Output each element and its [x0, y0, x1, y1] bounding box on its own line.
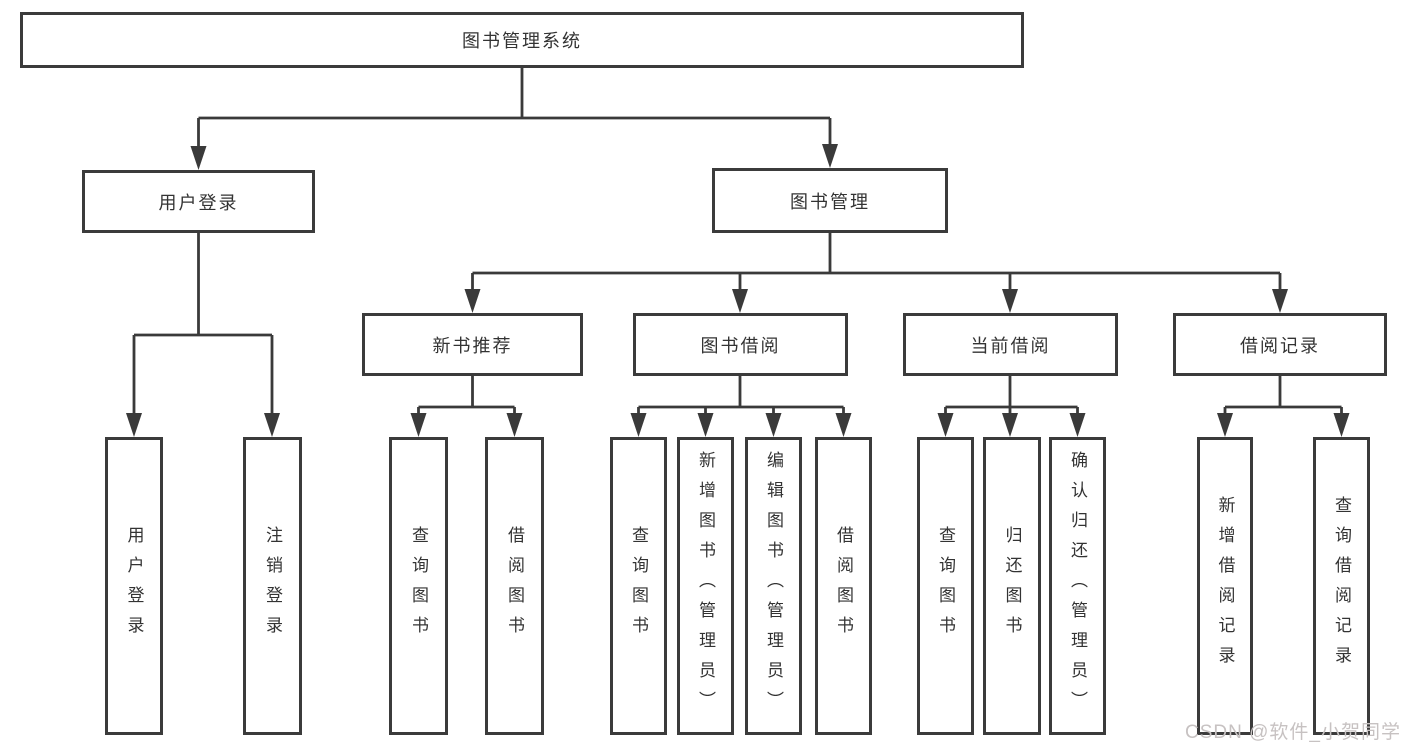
leaf-label: 编辑图书（管理员） [764, 451, 783, 721]
arrowhead [1069, 413, 1086, 437]
leaf-borrow-book: 借阅图书 [815, 437, 872, 735]
leaf-query-borrow-record: 查询借阅记录 [1313, 437, 1370, 735]
arrowhead [835, 413, 852, 437]
leaf-label: 新增借阅记录 [1215, 496, 1235, 676]
node-label: 图书管理 [790, 191, 870, 212]
leaf-query-book-current: 查询图书 [917, 437, 974, 735]
arrowhead [732, 289, 748, 313]
leaf-label: 新增图书（管理员） [696, 451, 715, 721]
leaf-logout: 注销登录 [243, 437, 302, 735]
leaf-user-login: 用户登录 [105, 437, 163, 735]
leaf-label: 查询借阅记录 [1332, 496, 1351, 676]
node-label: 借阅记录 [1240, 335, 1320, 356]
arrowhead [1002, 413, 1018, 437]
arrowhead [1217, 413, 1233, 437]
leaf-label: 借阅图书 [505, 526, 524, 646]
arrowhead [630, 413, 647, 437]
node-label: 图书借阅 [700, 335, 781, 356]
arrowhead [410, 413, 427, 437]
arrowhead [190, 146, 207, 170]
arrowhead [765, 413, 782, 437]
leaf-add-book-admin: 新增图书（管理员） [677, 437, 734, 735]
arrowhead [264, 413, 280, 437]
arrowhead [1272, 289, 1288, 313]
node-borrow-record: 借阅记录 [1173, 313, 1387, 376]
leaf-label: 查询图书 [629, 526, 648, 646]
leaf-label: 确认归还（管理员） [1068, 451, 1087, 721]
node-book-borrow: 图书借阅 [633, 313, 848, 376]
node-root-system: 图书管理系统 [20, 12, 1024, 68]
node-label: 图书管理系统 [462, 31, 582, 51]
leaf-label: 用户登录 [124, 526, 144, 646]
leaf-confirm-return-admin: 确认归还（管理员） [1049, 437, 1106, 735]
arrowhead [506, 413, 523, 437]
node-book-management: 图书管理 [712, 168, 948, 233]
node-user-login: 用户登录 [82, 170, 315, 233]
arrowhead [697, 413, 714, 437]
leaf-label: 注销登录 [263, 526, 282, 646]
arrowhead [937, 413, 954, 437]
leaf-return-book: 归还图书 [983, 437, 1041, 735]
node-label: 当前借阅 [970, 335, 1051, 356]
leaf-label: 查询图书 [936, 526, 955, 646]
arrowhead [1333, 413, 1350, 437]
csdn-watermark: CSDN @软件_小贺同学 [1185, 722, 1401, 743]
node-label: 用户登录 [158, 192, 239, 213]
arrowhead [822, 144, 838, 168]
leaf-add-borrow-record: 新增借阅记录 [1197, 437, 1253, 735]
leaf-label: 归还图书 [1002, 526, 1022, 646]
arrowhead [1002, 289, 1018, 313]
leaf-query-book-borrow: 查询图书 [610, 437, 667, 735]
node-new-book-recommend: 新书推荐 [362, 313, 583, 376]
leaf-query-book-recommend: 查询图书 [389, 437, 448, 735]
arrowhead [464, 289, 481, 313]
leaf-edit-book-admin: 编辑图书（管理员） [745, 437, 802, 735]
node-label: 新书推荐 [432, 335, 513, 356]
node-current-borrow: 当前借阅 [903, 313, 1118, 376]
leaf-borrow-book-recommend: 借阅图书 [485, 437, 544, 735]
leaf-label: 查询图书 [409, 526, 428, 646]
arrowhead [126, 413, 142, 437]
leaf-label: 借阅图书 [834, 526, 853, 646]
